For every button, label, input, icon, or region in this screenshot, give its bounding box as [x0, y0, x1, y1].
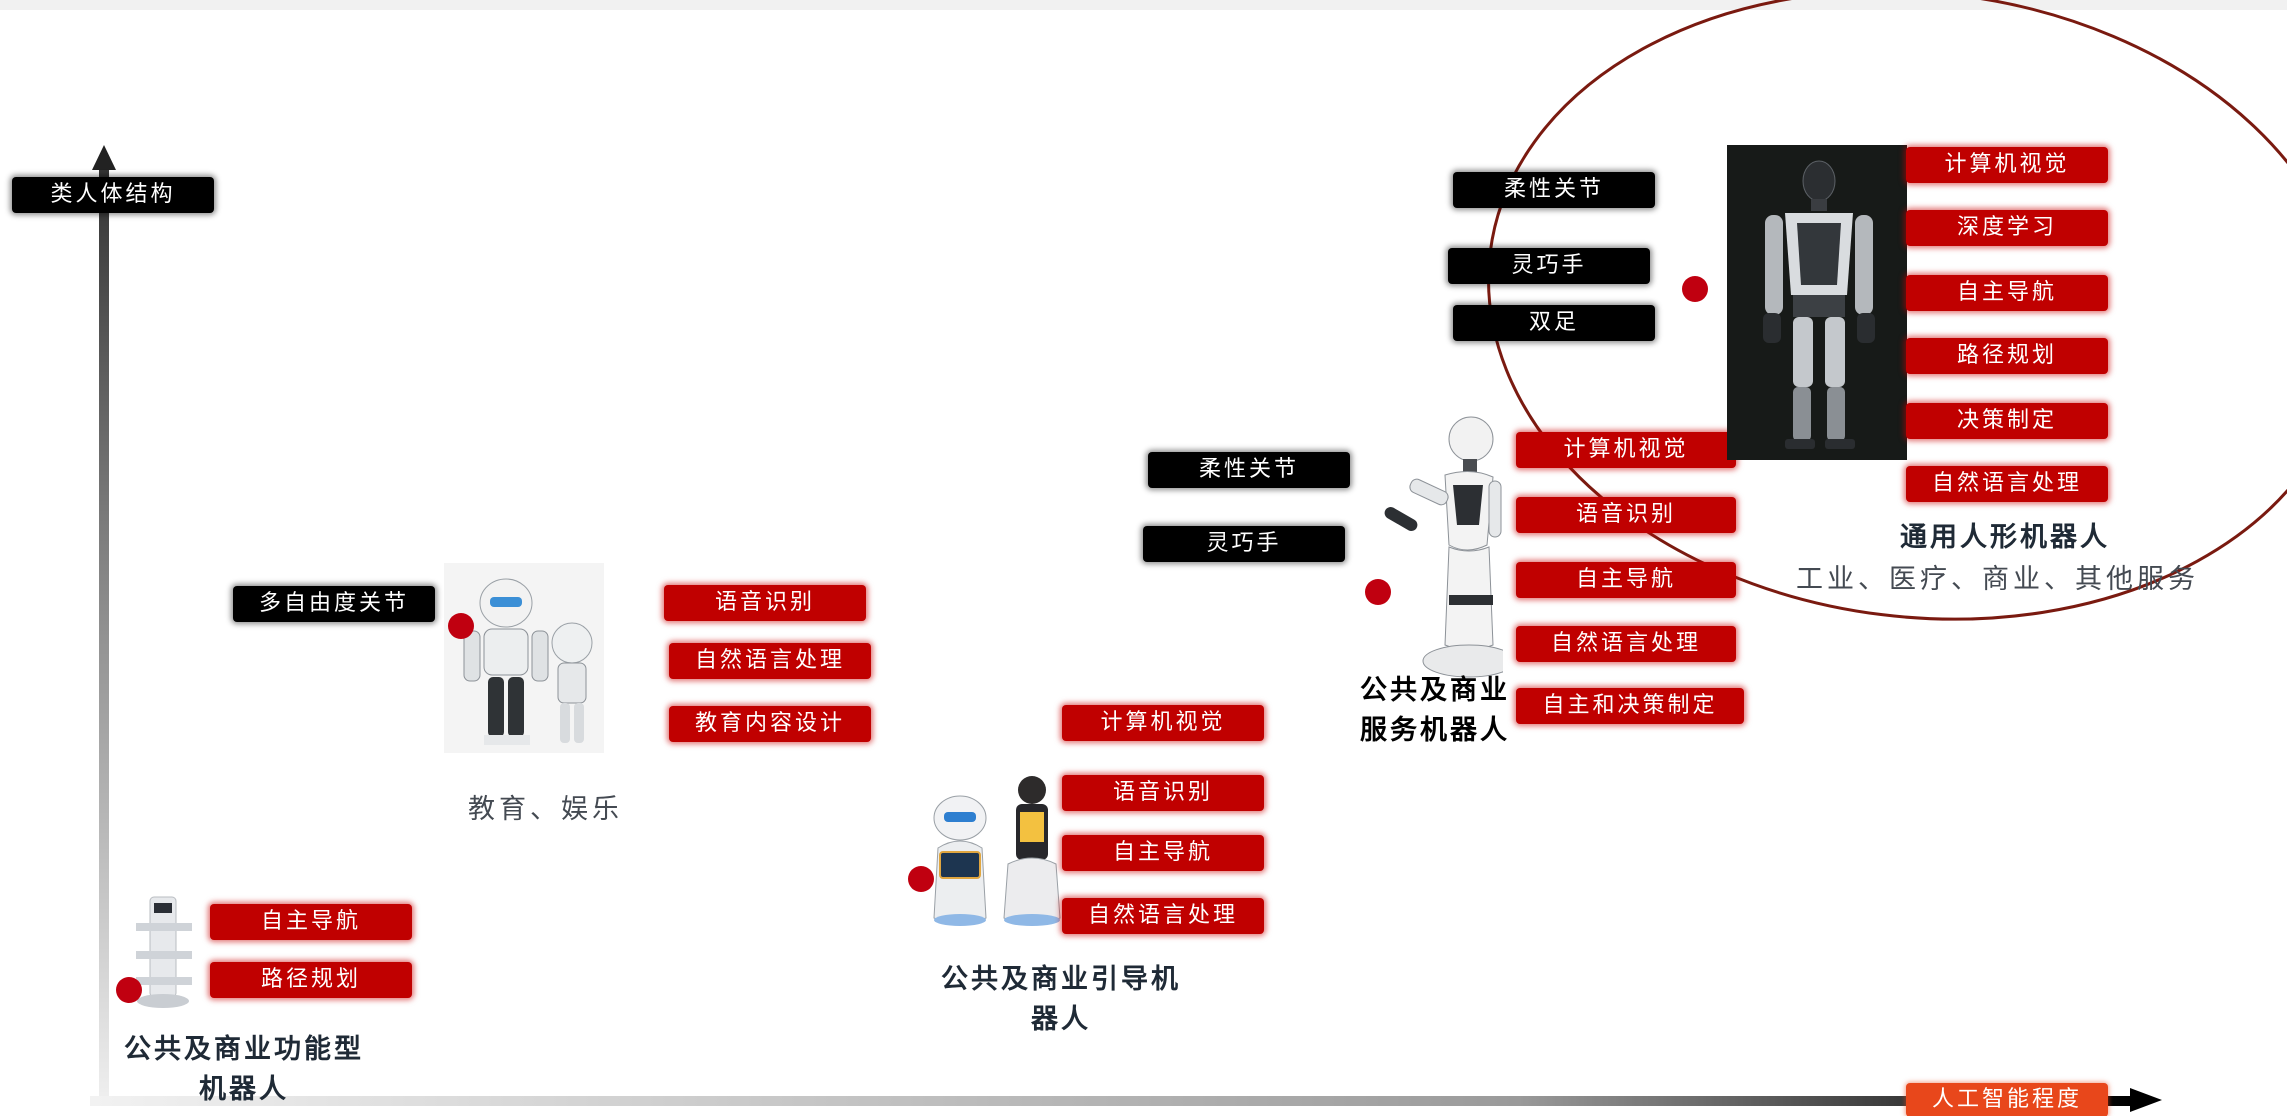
humanoid-ai-tag-3: 自主导航	[1906, 275, 2108, 311]
humanoid-structure-tag-2: 灵巧手	[1448, 248, 1650, 284]
humanoid-marker	[1682, 276, 1708, 302]
education-structure-tag-1: 多自由度关节	[233, 586, 435, 622]
humanoid-subtitle: 工业、医疗、商业、其他服务	[1796, 564, 2199, 595]
humanoid-ai-tag-6: 自然语言处理	[1906, 466, 2108, 502]
functional-ai-tag-1: 自主导航	[210, 904, 412, 940]
humanoid-structure-tag-1: 柔性关节	[1453, 172, 1655, 208]
humanoid-structure-tag-3: 双足	[1453, 305, 1655, 341]
service-structure-tag-2: 灵巧手	[1143, 526, 1345, 562]
service-ai-tag-4: 自然语言处理	[1516, 626, 1736, 662]
functional-ai-tag-2: 路径规划	[210, 962, 412, 998]
y-axis-arrowhead	[92, 145, 116, 170]
service-robot-image	[1353, 415, 1503, 685]
functional-title: 公共及商业功能型 机器人	[124, 1034, 364, 1105]
service-title: 公共及商业 服务机器人	[1360, 675, 1510, 746]
x-axis-line	[90, 1096, 2130, 1106]
x-axis-arrowhead	[2130, 1088, 2162, 1112]
education-ai-tag-1: 语音识别	[664, 585, 866, 621]
guide-title: 公共及商业引导机 器人	[941, 964, 1181, 1035]
functional-marker	[116, 977, 142, 1003]
humanoid-ai-tag-5: 决策制定	[1906, 403, 2108, 439]
education-robot-image	[444, 563, 604, 753]
humanoid-title: 通用人形机器人	[1900, 522, 2110, 553]
service-ai-tag-1: 计算机视觉	[1516, 432, 1736, 468]
service-ai-tag-5: 自主和决策制定	[1516, 688, 1744, 724]
guide-marker	[908, 866, 934, 892]
y-axis-label: 类人体结构	[12, 177, 214, 213]
x-axis-label: 人工智能程度	[1906, 1083, 2108, 1116]
humanoid-ai-tag-2: 深度学习	[1906, 210, 2108, 246]
education-marker	[448, 613, 474, 639]
guide-robot-image	[924, 768, 1064, 933]
humanoid-ai-tag-4: 路径规划	[1906, 338, 2108, 374]
guide-ai-tag-1: 计算机视觉	[1062, 705, 1264, 741]
education-ai-tag-3: 教育内容设计	[669, 706, 871, 742]
service-ai-tag-2: 语音识别	[1516, 497, 1736, 533]
service-structure-tag-1: 柔性关节	[1148, 452, 1350, 488]
humanoid-ai-tag-1: 计算机视觉	[1906, 147, 2108, 183]
humanoid-robot-image	[1727, 145, 1907, 460]
y-axis-line	[99, 165, 109, 1105]
functional-robot-image	[128, 893, 198, 1011]
guide-ai-tag-3: 自主导航	[1062, 835, 1264, 871]
service-marker	[1365, 579, 1391, 605]
education-ai-tag-2: 自然语言处理	[669, 643, 871, 679]
education-subtitle: 教育、娱乐	[468, 794, 623, 825]
service-ai-tag-3: 自主导航	[1516, 562, 1736, 598]
guide-ai-tag-2: 语音识别	[1062, 775, 1264, 811]
top-band	[0, 0, 2287, 10]
guide-ai-tag-4: 自然语言处理	[1062, 898, 1264, 934]
